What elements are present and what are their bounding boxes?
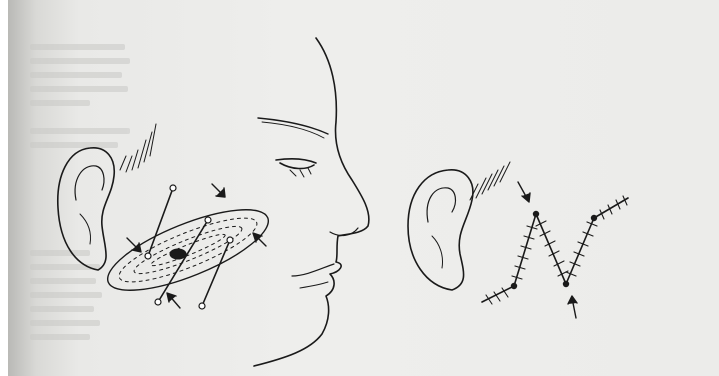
- arrow-icon: [167, 293, 180, 308]
- arrows-right-panel: [518, 182, 577, 318]
- sideburn-hatching-right: [470, 162, 510, 200]
- ear-left: [58, 148, 114, 270]
- arrow-icon: [127, 238, 141, 252]
- face-profile: [254, 38, 369, 366]
- z-plasty-limbs: [148, 188, 230, 306]
- arrow-icon: [253, 233, 266, 246]
- arrows-left-panel: [127, 184, 266, 308]
- sideburn-hatching-left: [120, 124, 156, 172]
- lesion-mark: [170, 249, 186, 259]
- suture-stitches: [486, 196, 627, 304]
- excision-ellipse: [99, 194, 278, 307]
- arrow-icon: [518, 182, 530, 202]
- arrow-icon: [568, 296, 577, 318]
- ear-right: [408, 170, 473, 290]
- sutured-z-line: [482, 198, 628, 302]
- suture-points: [511, 211, 597, 289]
- z-plasty-points: [145, 185, 233, 309]
- arrow-icon: [212, 184, 225, 197]
